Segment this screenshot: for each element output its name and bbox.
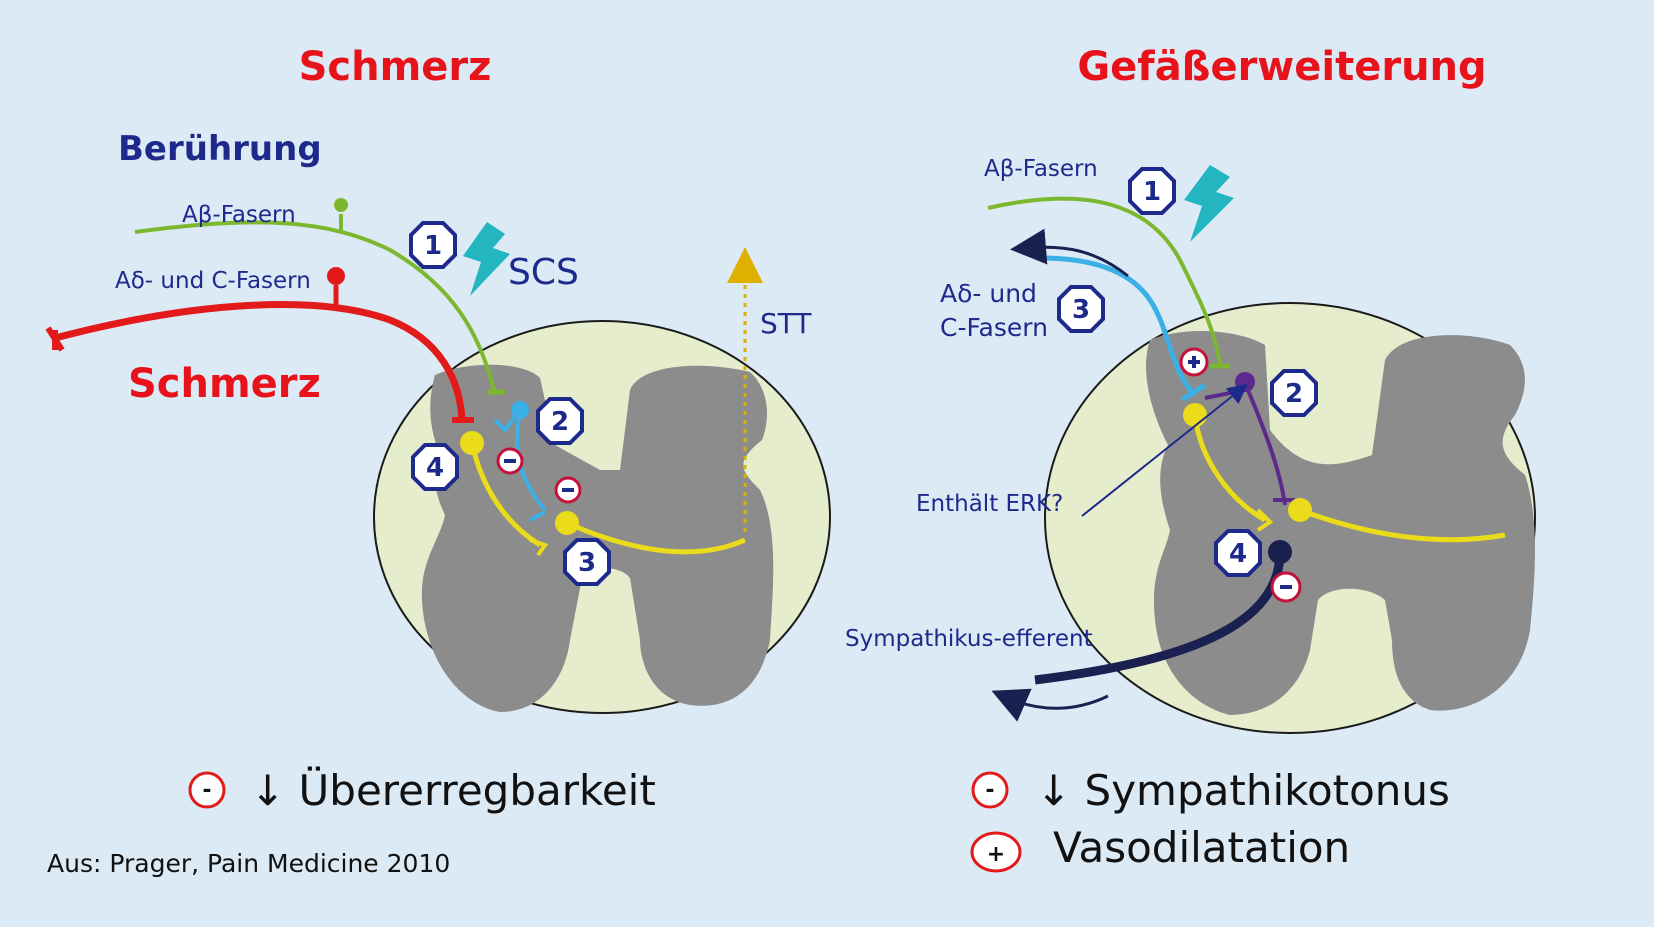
marker-3-label: 3 (1072, 295, 1090, 325)
left-abeta-label: Aβ-Fasern (182, 202, 296, 228)
right-effect-2: Vasodilatation (1053, 823, 1350, 872)
minus-circle-icon (554, 476, 582, 504)
stt-label: STT (760, 307, 812, 340)
marker-3-label: 3 (578, 548, 596, 578)
minus-circle-icon (1270, 571, 1302, 603)
erk-pointer (1081, 383, 1248, 517)
left-adelta-label: Aδ- und C-Fasern (115, 268, 311, 294)
right-abeta-fiber (987, 196, 1222, 366)
marker-2-label: 2 (551, 407, 569, 437)
plus-circle-icon (1179, 347, 1209, 377)
sympathikus-label: Sympathikus-efferent (845, 626, 1093, 652)
svg-text:-: - (202, 778, 211, 803)
minus-circle-icon: - (971, 771, 1009, 809)
plus-circle-icon: + (970, 831, 1022, 873)
svg-text:-: - (985, 778, 994, 803)
scs-label: SCS (508, 252, 579, 293)
left-yellow-projection (565, 520, 747, 555)
right-title: Gefäßerweiterung (1077, 44, 1486, 90)
marker-1-label: 1 (424, 231, 442, 261)
left-panel: Schmerz Berührung Aβ-Fasern Aδ- und C-Fa… (45, 44, 831, 878)
marker-1-label: 1 (1143, 177, 1161, 207)
right-panel: Gefäßerweiterung Aβ-Fasern Aδ- und C-Fas… (845, 44, 1536, 873)
marker-4-label: 4 (1229, 539, 1247, 569)
right-adelta-label-1: Aδ- und (940, 279, 1037, 308)
marker-4-label: 4 (426, 453, 444, 483)
lightning-icon (463, 222, 510, 296)
lightning-icon (1184, 165, 1234, 242)
beruehrung-label: Berührung (118, 129, 322, 169)
antidromic-arrow (1010, 228, 1129, 278)
left-abeta-fiber (134, 220, 497, 396)
right-adelta-label-2: C-Fasern (940, 313, 1048, 342)
left-yellow-interneuron (469, 442, 542, 548)
right-abeta-label: Aβ-Fasern (984, 156, 1098, 182)
left-pain-fiber (54, 301, 466, 421)
left-title: Schmerz (299, 44, 492, 90)
source-note: Aus: Prager, Pain Medicine 2010 (47, 849, 450, 878)
erk-label: Enthält ERK? (916, 491, 1063, 517)
right-adelta-fiber (1039, 255, 1197, 397)
left-effect-text: ↓ Übererregbarkeit (250, 765, 656, 815)
efferent-arrow (991, 688, 1109, 722)
right-effect-1: ↓ Sympathikotonus (1036, 766, 1450, 815)
right-yellow-projection (1299, 507, 1506, 543)
minus-circle-icon (496, 447, 524, 475)
marker-2-label: 2 (1285, 379, 1303, 409)
right-yellow-interneuron (1192, 414, 1267, 523)
left-schmerz-label: Schmerz (128, 361, 321, 407)
svg-text:+: + (987, 842, 1005, 867)
minus-circle-icon: - (188, 771, 226, 809)
